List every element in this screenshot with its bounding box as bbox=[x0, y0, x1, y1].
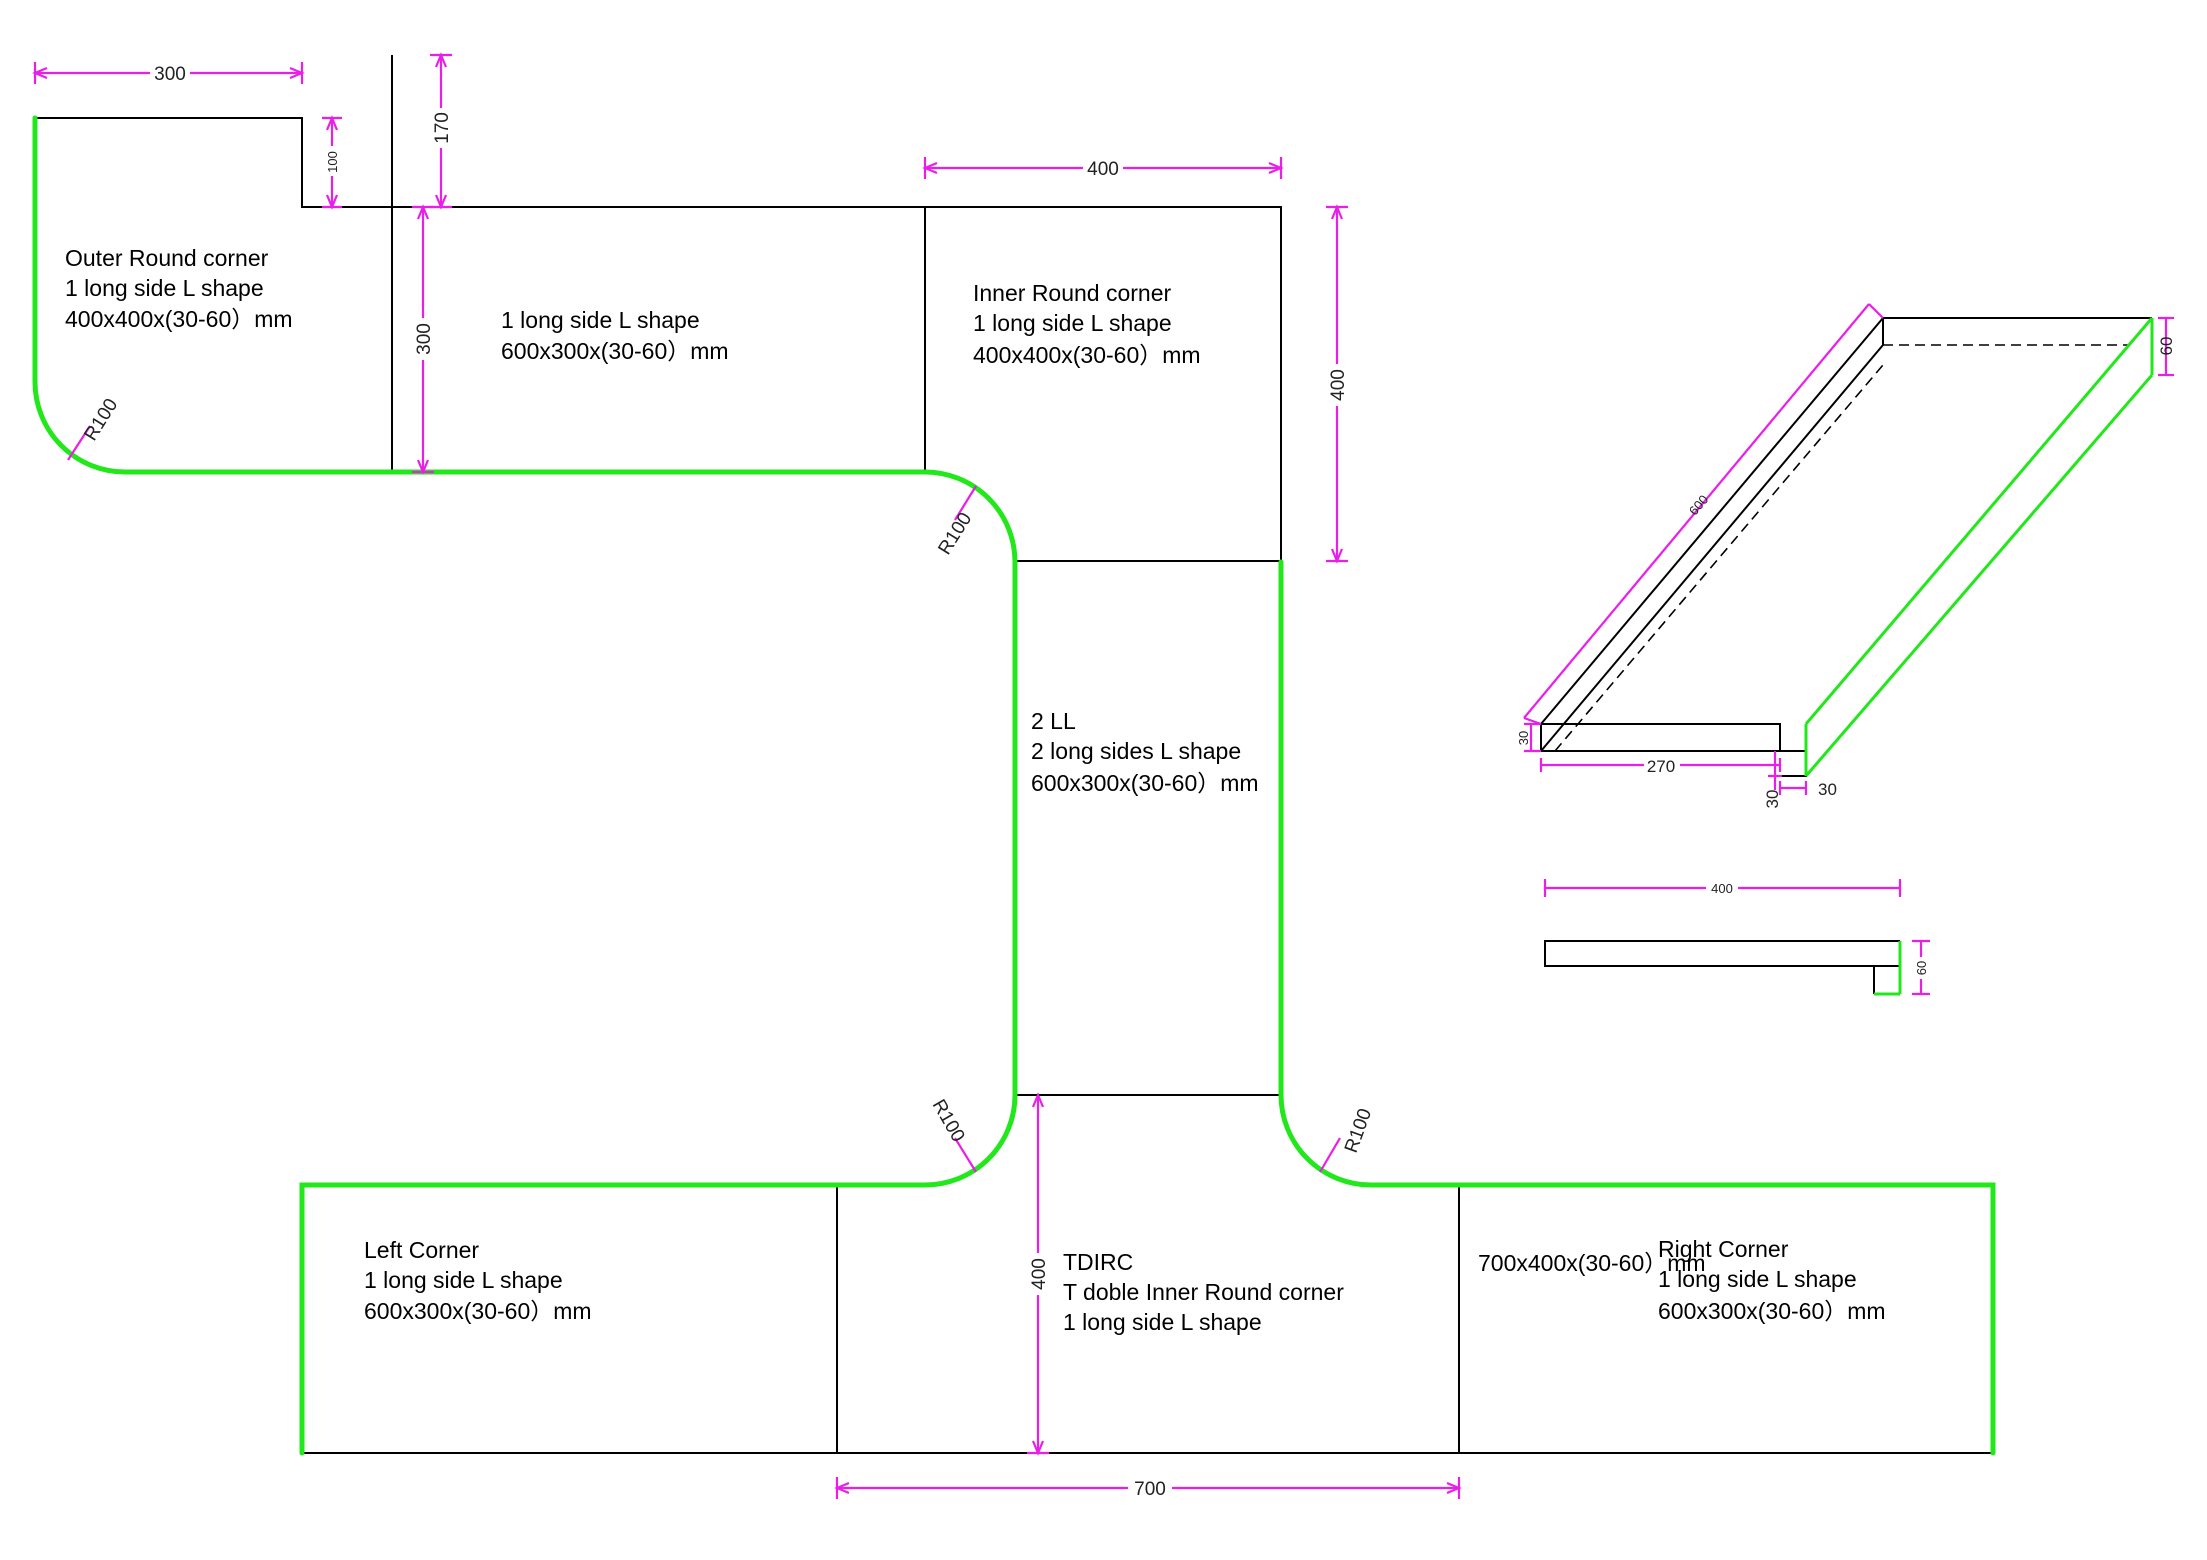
label-left-corner: Left Corner 1 long side L shape 600x300x… bbox=[364, 1237, 592, 1324]
radius-label-tdirc-right: R100 bbox=[1341, 1106, 1376, 1156]
dim-tdirc-width: 700 bbox=[1134, 1479, 1166, 1500]
label-two-ll: 2 LL 2 long sides L shape 600x300x(30-60… bbox=[1031, 708, 1259, 796]
dim-tdirc-height: 400 bbox=[1029, 1258, 1050, 1290]
radius-label-tdirc-left: R100 bbox=[928, 1096, 969, 1146]
label-inner-round-corner: Inner Round corner 1 long side L shape 4… bbox=[973, 280, 1201, 368]
profile-lip-width-label: 30 bbox=[1818, 780, 1837, 799]
profile-thickness-label: 30 bbox=[1516, 731, 1531, 745]
profile-length-label: 600 bbox=[1686, 492, 1711, 518]
profile-lip-height-label: 30 bbox=[1763, 790, 1782, 809]
profile-height-label: 60 bbox=[2157, 337, 2176, 356]
section-height-label: 60 bbox=[1914, 961, 1929, 975]
piece-outlines bbox=[35, 55, 1993, 1454]
profile-3d-view: 600 60 30 270 30 30 bbox=[1516, 303, 2176, 809]
section-width-label: 400 bbox=[1711, 881, 1733, 896]
label-long-side-l-shape: 1 long side L shape 600x300x(30-60）mm bbox=[501, 307, 729, 364]
radius-label-outer: R100 bbox=[80, 395, 122, 445]
radius-label-inner: R100 bbox=[934, 509, 976, 559]
dim-long-side-depth: 300 bbox=[414, 323, 435, 355]
dim-inner-corner-height: 400 bbox=[1328, 369, 1349, 401]
profile-section-view: 400 60 bbox=[1543, 879, 1930, 996]
label-tdirc: TDIRC T doble Inner Round corner 1 long … bbox=[1063, 1249, 1350, 1335]
dim-top-offset: 170 bbox=[432, 112, 453, 144]
dim-inner-corner-width: 400 bbox=[1087, 159, 1119, 180]
dim-top-left-width: 300 bbox=[154, 64, 186, 85]
dimension-lines: 300 100 170 300 400 400 bbox=[32, 52, 1462, 1500]
label-tdirc-size: 700x400x(30-60）mm bbox=[1478, 1250, 1706, 1276]
piece-labels: Outer Round corner 1 long side L shape 4… bbox=[65, 245, 1886, 1335]
label-outer-round-corner: Outer Round corner 1 long side L shape 4… bbox=[65, 245, 293, 332]
finished-edges bbox=[32, 115, 1996, 1456]
label-right-corner: Right Corner 1 long side L shape 600x300… bbox=[1658, 1236, 1886, 1324]
profile-width-label: 270 bbox=[1647, 757, 1675, 776]
dim-notch-height: 100 bbox=[325, 151, 340, 173]
